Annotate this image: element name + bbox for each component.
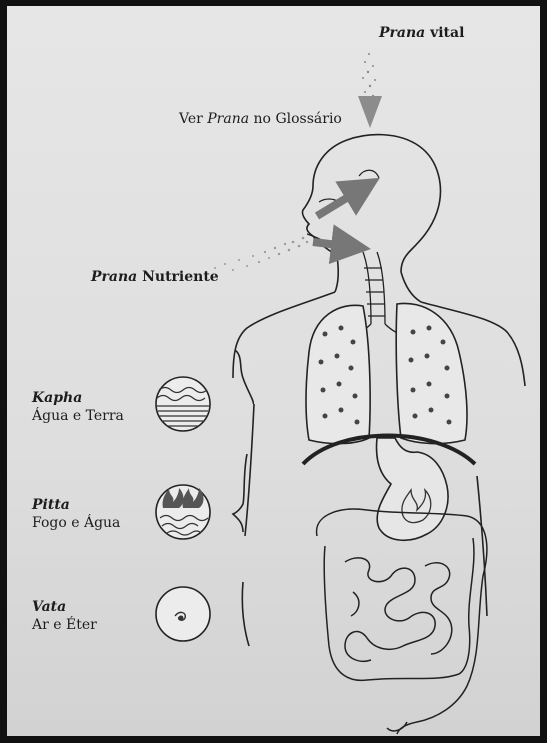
dosha-elements: Água e Terra: [32, 407, 124, 425]
dosha-pitta: Pitta Fogo e Água: [32, 496, 120, 532]
prana-vital-italic: Prana: [379, 25, 425, 41]
dosha-kapha: Kapha Água e Terra: [32, 389, 124, 425]
glossary-before: Ver: [179, 111, 207, 127]
vital-prana-arrow-icon: [358, 96, 382, 128]
prana-nutriente-rest: Nutriente: [137, 269, 218, 285]
glossary-italic: Prana: [207, 111, 249, 127]
fire-water-circle-icon: [156, 485, 210, 539]
prana-nutriente-italic: Prana: [91, 269, 137, 285]
air-ether-circle-icon: [156, 587, 210, 641]
intestines: [317, 509, 487, 734]
prana-vital-label: Prana vital: [379, 24, 464, 42]
glossary-note: Ver Prana no Glossário: [179, 110, 342, 128]
water-earth-circle-icon: [156, 377, 210, 431]
body-outline: [233, 135, 525, 616]
nutrient-arrow-icon: [313, 242, 363, 248]
nutrient-prana-stream: [214, 237, 308, 271]
glossary-after: no Glossário: [249, 111, 342, 127]
lungs: [306, 303, 467, 443]
prana-vital-rest: vital: [425, 25, 464, 41]
dosha-name: Pitta: [32, 496, 120, 514]
prana-nutriente-label: Prana Nutriente: [91, 268, 219, 286]
book-page: Prana vital Ver Prana no Glossário Prana…: [7, 6, 540, 736]
dosha-name: Vata: [32, 598, 97, 616]
dosha-elements: Ar e Éter: [32, 616, 97, 634]
dosha-elements: Fogo e Água: [32, 514, 120, 532]
dosha-vata: Vata Ar e Éter: [32, 598, 97, 634]
dosha-bracket: [233, 350, 253, 646]
stomach: [377, 438, 449, 540]
dosha-name: Kapha: [32, 389, 124, 407]
